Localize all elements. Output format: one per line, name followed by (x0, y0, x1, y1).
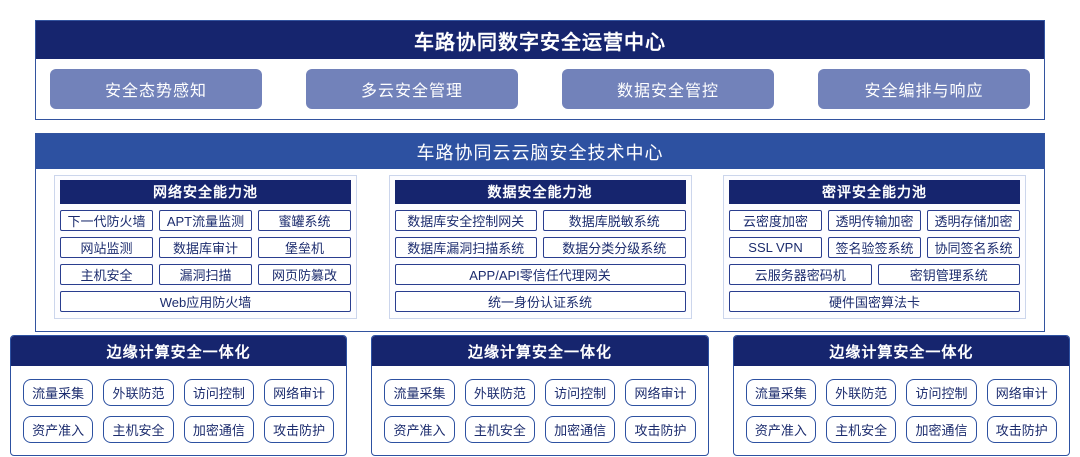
edge-capability-item: 访问控制 (183, 379, 254, 406)
edge-capability-item: 资产准入 (745, 416, 816, 443)
ops-function-block-3: 数据安全管控 (562, 69, 774, 109)
capability-item: SSL VPN (729, 237, 822, 258)
edge-capability-item: 网络审计 (986, 379, 1057, 406)
edge-items-row: 资产准入主机安全加密通信攻击防护 (384, 416, 696, 443)
pool-row: APP/API零信任代理网关 (394, 264, 686, 285)
edge-capability-item: 访问控制 (906, 379, 977, 406)
pool-row: 数据库安全控制网关数据库脱敏系统 (394, 210, 686, 231)
capability-item: 数据库安全控制网关 (394, 210, 537, 231)
edge-capability-item: 主机安全 (103, 416, 174, 443)
capability-item: 透明传输加密 (828, 210, 921, 231)
edge-panel-body: 流量采集外联防范访问控制网络审计资产准入主机安全加密通信攻击防护 (734, 366, 1069, 455)
pool-row: 云服务器密码机密钥管理系统 (729, 264, 1020, 285)
ops-function-block-4: 安全编排与响应 (818, 69, 1030, 109)
capability-item: Web应用防火墙 (60, 291, 351, 312)
edge-computing-panel-2: 边缘计算安全一体化流量采集外联防范访问控制网络审计资产准入主机安全加密通信攻击防… (371, 335, 709, 456)
edge-capability-item: 外联防范 (825, 379, 897, 406)
edge-panel-title: 边缘计算安全一体化 (11, 336, 347, 366)
edge-panel-body: 流量采集外联防范访问控制网络审计资产准入主机安全加密通信攻击防护 (11, 366, 346, 455)
pool-row: 主机安全漏洞扫描网页防篡改 (60, 264, 351, 285)
edge-panels-row: 边缘计算安全一体化流量采集外联防范访问控制网络审计资产准入主机安全加密通信攻击防… (10, 335, 1070, 456)
edge-panel-body: 流量采集外联防范访问控制网络审计资产准入主机安全加密通信攻击防护 (372, 366, 707, 455)
edge-capability-item: 流量采集 (23, 379, 94, 406)
capability-item: 网页防篡改 (258, 264, 351, 285)
capability-pool-title: 密评安全能力池 (729, 180, 1020, 204)
capability-item: APT流量监测 (159, 210, 252, 231)
edge-items-row: 流量采集外联防范访问控制网络审计 (384, 379, 696, 406)
capability-item: 密钥管理系统 (877, 264, 1020, 285)
capability-item: APP/API零信任代理网关 (394, 264, 686, 285)
edge-capability-item: 主机安全 (825, 416, 897, 443)
capability-item: 硬件国密算法卡 (729, 291, 1020, 312)
operations-center-functions: 安全态势感知 多云安全管理 数据安全管控 安全编排与响应 (36, 59, 1044, 119)
edge-capability-item: 攻击防护 (263, 416, 335, 443)
capability-item: 主机安全 (60, 264, 153, 285)
edge-capability-item: 流量采集 (384, 379, 455, 406)
edge-panel-title: 边缘计算安全一体化 (372, 336, 708, 366)
pool-row: SSL VPN 签名验签系统协同签名系统 (729, 237, 1020, 258)
pool-row: 云密度加密透明传输加密透明存储加密 (729, 210, 1020, 231)
edge-items-row: 资产准入主机安全加密通信攻击防护 (23, 416, 335, 443)
tech-center-title: 车路协同云云脑安全技术中心 (36, 134, 1044, 169)
capability-item: 数据库漏洞扫描系统 (394, 237, 537, 258)
edge-capability-item: 攻击防护 (986, 416, 1057, 443)
capability-item: 透明存储加密 (927, 210, 1020, 231)
edge-capability-item: 网络审计 (625, 379, 696, 406)
operations-center-title: 车路协同数字安全运营中心 (36, 21, 1044, 59)
capability-item: 数据库脱敏系统 (543, 210, 686, 231)
capability-item: 漏洞扫描 (159, 264, 252, 285)
edge-capability-item: 访问控制 (544, 379, 616, 406)
capability-item: 签名验签系统 (828, 237, 921, 258)
capability-pool-title: 数据安全能力池 (394, 180, 686, 204)
edge-capability-item: 外联防范 (103, 379, 174, 406)
capability-pool-2: 数据安全能力池数据库安全控制网关数据库脱敏系统数据库漏洞扫描系统数据分类分级系统… (388, 175, 692, 319)
ops-function-block-2: 多云安全管理 (306, 69, 518, 109)
pool-row: 网站监测数据库审计堡垒机 (60, 237, 351, 258)
ops-function-block-1: 安全态势感知 (50, 69, 262, 109)
capability-item: 数据分类分级系统 (543, 237, 686, 258)
capability-item: 云密度加密 (729, 210, 822, 231)
edge-capability-item: 外联防范 (464, 379, 535, 406)
capability-pool-3: 密评安全能力池云密度加密透明传输加密透明存储加密 SSL VPN 签名验签系统协同签… (723, 175, 1026, 319)
tech-center-panel: 车路协同云云脑安全技术中心 网络安全能力池下一代防火墙 APT流量监测蜜罐系统网站… (35, 133, 1045, 332)
edge-items-row: 流量采集外联防范访问控制网络审计 (23, 379, 335, 406)
edge-capability-item: 加密通信 (544, 416, 616, 443)
edge-capability-item: 资产准入 (23, 416, 94, 443)
edge-capability-item: 攻击防护 (625, 416, 696, 443)
pool-row: 硬件国密算法卡 (729, 291, 1020, 312)
capability-item: 蜜罐系统 (258, 210, 351, 231)
capability-item: 网站监测 (60, 237, 153, 258)
edge-computing-panel-3: 边缘计算安全一体化流量采集外联防范访问控制网络审计资产准入主机安全加密通信攻击防… (732, 335, 1070, 456)
edge-items-row: 流量采集外联防范访问控制网络审计 (745, 379, 1057, 406)
edge-capability-item: 加密通信 (906, 416, 977, 443)
pool-row: 下一代防火墙 APT流量监测蜜罐系统 (60, 210, 351, 231)
edge-capability-item: 资产准入 (384, 416, 455, 443)
edge-capability-item: 网络审计 (263, 379, 335, 406)
edge-computing-panel-1: 边缘计算安全一体化流量采集外联防范访问控制网络审计资产准入主机安全加密通信攻击防… (10, 335, 348, 456)
operations-center-panel: 车路协同数字安全运营中心 安全态势感知 多云安全管理 数据安全管控 安全编排与响应 (35, 20, 1045, 120)
pool-row: 数据库漏洞扫描系统数据分类分级系统 (394, 237, 686, 258)
capability-item: 云服务器密码机 (729, 264, 872, 285)
capability-item: 协同签名系统 (927, 237, 1020, 258)
capability-item: 数据库审计 (159, 237, 252, 258)
capability-item: 下一代防火墙 (60, 210, 153, 231)
edge-capability-item: 主机安全 (464, 416, 535, 443)
capability-item: 堡垒机 (258, 237, 351, 258)
pool-row: 统一身份认证系统 (394, 291, 686, 312)
edge-capability-item: 流量采集 (745, 379, 816, 406)
edge-items-row: 资产准入主机安全加密通信攻击防护 (745, 416, 1057, 443)
capability-pool-title: 网络安全能力池 (60, 180, 351, 204)
edge-capability-item: 加密通信 (183, 416, 254, 443)
capability-item: 统一身份认证系统 (394, 291, 686, 312)
pool-row: Web应用防火墙 (60, 291, 351, 312)
edge-panel-title: 边缘计算安全一体化 (733, 336, 1069, 366)
